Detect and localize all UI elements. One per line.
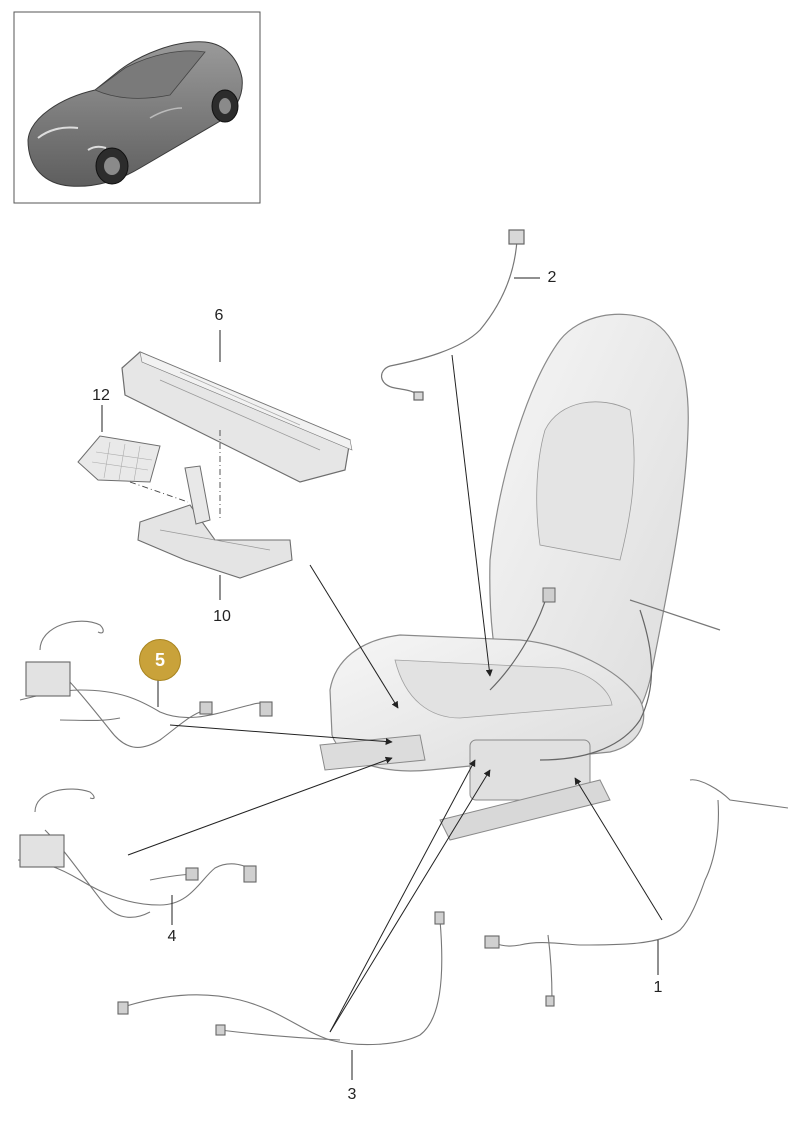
part-4-harness bbox=[17, 788, 257, 918]
part-1-harness bbox=[484, 779, 789, 1007]
vehicle-thumbnail bbox=[13, 11, 261, 204]
part-12-module bbox=[77, 435, 161, 483]
seat-assembly bbox=[319, 313, 721, 841]
car-illustration bbox=[27, 41, 243, 187]
part-10-bracket bbox=[137, 465, 293, 579]
callout-6: 6 bbox=[214, 307, 224, 324]
part-6-panel bbox=[121, 351, 353, 483]
callout-2: 2 bbox=[547, 269, 557, 286]
part-3-harness bbox=[117, 911, 445, 1046]
callout-10: 10 bbox=[213, 608, 231, 625]
callout-1: 1 bbox=[653, 979, 663, 996]
callout-3: 3 bbox=[347, 1086, 357, 1103]
callout-12: 12 bbox=[92, 387, 110, 404]
leader-lines bbox=[101, 277, 663, 1080]
part-2-harness bbox=[381, 229, 525, 401]
callout-4: 4 bbox=[167, 928, 177, 945]
part-5-harness bbox=[19, 620, 273, 748]
callout-5-highlighted[interactable]: 5 bbox=[139, 639, 181, 681]
guide-lines bbox=[129, 430, 221, 518]
